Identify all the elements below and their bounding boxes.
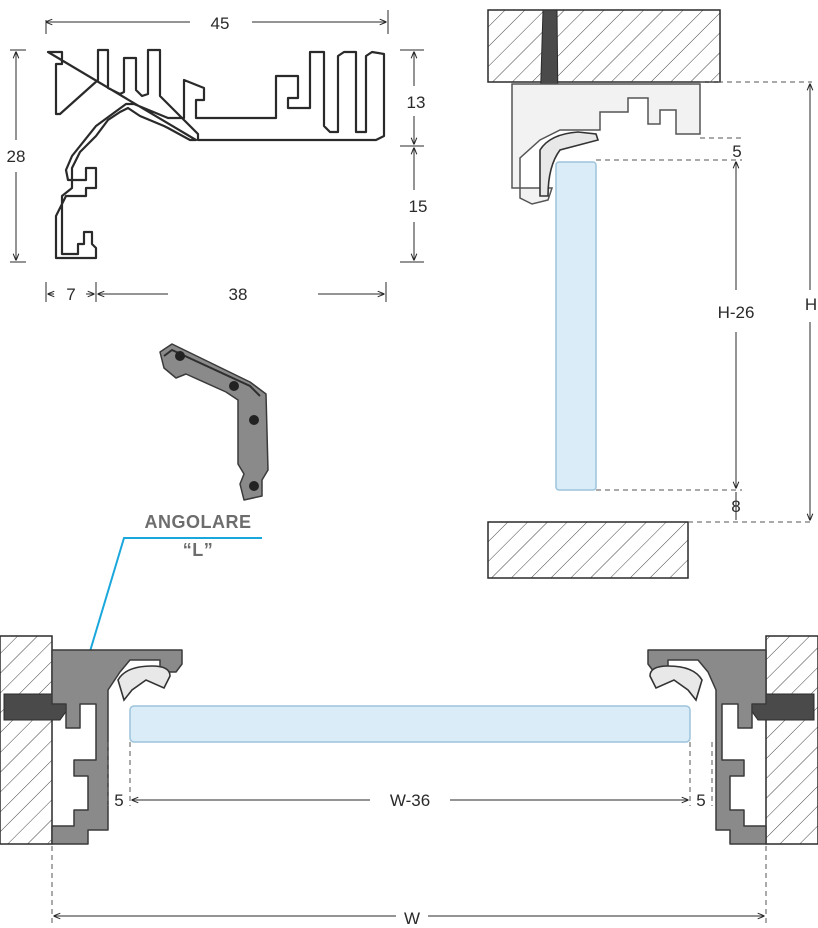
dim-bottom-gap: 8: [731, 497, 740, 516]
dim-top-gap: 5: [732, 142, 741, 161]
dim-right-gap: 5: [696, 791, 705, 810]
callout-label-line2: “L”: [183, 540, 214, 560]
floor-wall: [487, 521, 689, 579]
ceiling-wall: [487, 9, 721, 83]
dim-total-width: W: [404, 909, 420, 928]
glass-pane-horizontal: [129, 705, 691, 743]
dim-width-left: 7: [66, 285, 75, 304]
dim-glass-width: W-36: [390, 791, 430, 810]
dim-height-upper: 13: [407, 93, 426, 112]
vertical-section: 5 H-26 8 H: [487, 9, 817, 579]
dim-glass-height: H-26: [718, 303, 755, 322]
dim-width-right: 38: [229, 285, 248, 304]
left-wall: [0, 635, 53, 845]
right-wall: [765, 635, 818, 845]
angle-bracket: ANGOLARE “L”: [66, 343, 269, 722]
horizontal-section: 5 W-36 5 W: [0, 635, 818, 928]
callout-label-line1: ANGOLARE: [145, 512, 252, 532]
profile-outline: [46, 48, 386, 260]
dim-height-lower: 15: [409, 197, 428, 216]
dim-width-total: 45: [211, 14, 230, 33]
dim-left-gap: 5: [114, 791, 123, 810]
glass-pane-vertical: [555, 161, 597, 491]
dim-total-height: H: [805, 295, 817, 314]
profile-section: 45 28 13 15 7 38: [7, 10, 428, 304]
dim-height-total: 28: [7, 147, 26, 166]
